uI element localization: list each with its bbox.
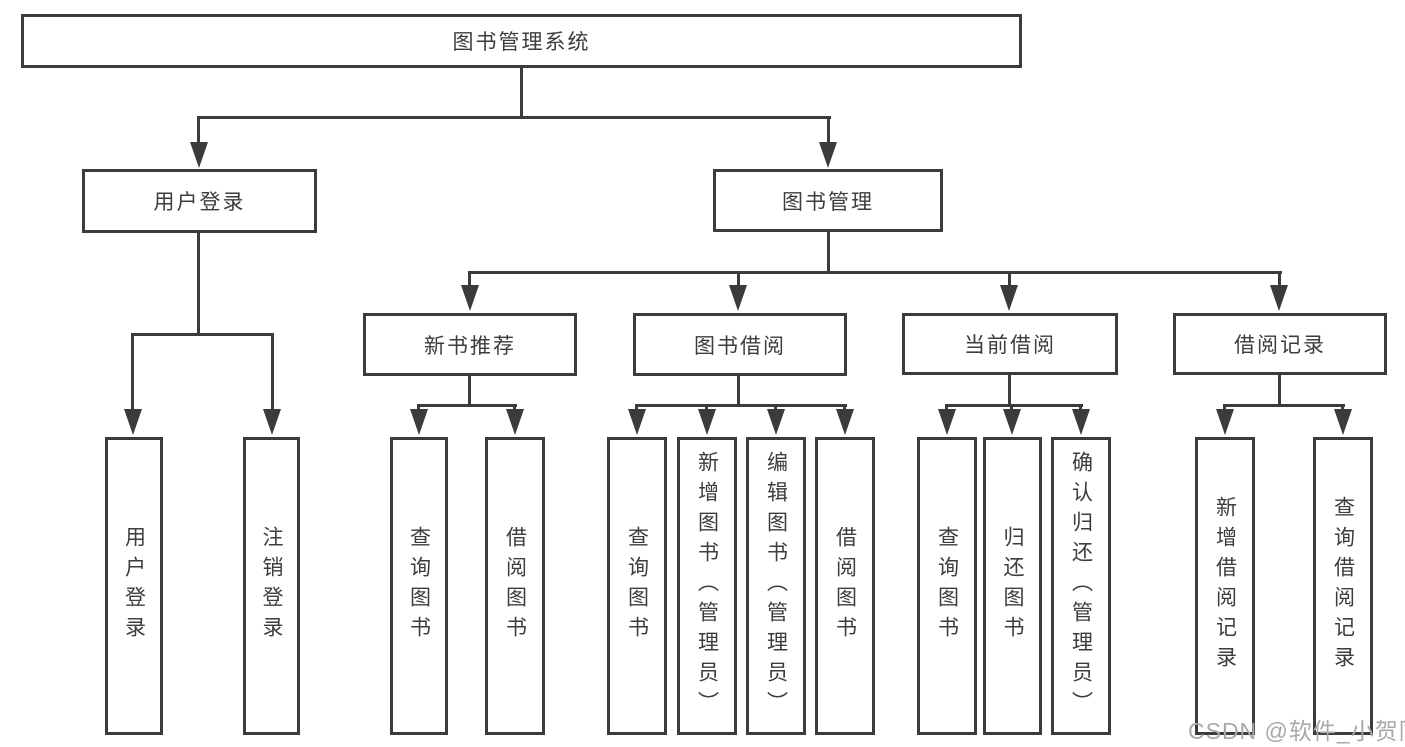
arrowhead-icon xyxy=(506,409,524,435)
node-leaf-query-record: 查询借阅记录 xyxy=(1313,437,1373,735)
node-leaf-query-books-3: 查询图书 xyxy=(917,437,977,735)
connector-line xyxy=(468,271,1282,274)
connector-line xyxy=(1010,404,1013,412)
node-book-borrowing: 图书借阅 xyxy=(633,313,847,376)
connector-line xyxy=(1079,404,1082,412)
arrowhead-icon xyxy=(698,409,716,435)
node-leaf-edit-books: 编辑图书（管理员） xyxy=(746,437,806,735)
node-leaf-add-record: 新增借阅记录 xyxy=(1195,437,1255,735)
connector-line xyxy=(417,404,517,407)
node-leaf-borrow-books-2: 借阅图书 xyxy=(815,437,875,735)
node-user-login-group: 用户登录 xyxy=(82,169,317,233)
connector-line xyxy=(774,404,777,412)
node-new-book-recommend: 新书推荐 xyxy=(363,313,577,376)
node-leaf-confirm-return: 确认归还（管理员） xyxy=(1051,437,1111,735)
node-leaf-borrow-books-1: 借阅图书 xyxy=(485,437,545,735)
node-leaf-add-books: 新增图书（管理员） xyxy=(677,437,737,735)
connector-line xyxy=(417,404,420,412)
connector-line xyxy=(1008,271,1011,289)
connector-line xyxy=(468,376,471,407)
connector-line xyxy=(843,404,846,412)
connector-line xyxy=(1223,404,1226,412)
connector-line xyxy=(1008,375,1011,407)
arrowhead-icon xyxy=(1003,409,1021,435)
arrowhead-icon xyxy=(836,409,854,435)
arrowhead-icon xyxy=(1000,285,1018,311)
node-current-borrowing: 当前借阅 xyxy=(902,313,1118,375)
connector-line xyxy=(468,271,471,289)
connector-line xyxy=(635,404,847,407)
connector-line xyxy=(520,68,523,118)
csdn-watermark: CSDN @软件_小贺同学 xyxy=(1188,718,1405,744)
node-leaf-query-books-1: 查询图书 xyxy=(390,437,448,735)
arrowhead-icon xyxy=(819,142,837,168)
node-borrowing-records: 借阅记录 xyxy=(1173,313,1387,375)
connector-line xyxy=(945,404,1083,407)
arrowhead-icon xyxy=(190,142,208,168)
connector-line xyxy=(1223,404,1345,407)
connector-line xyxy=(131,333,134,411)
connector-line xyxy=(197,116,200,145)
arrowhead-icon xyxy=(938,409,956,435)
arrowhead-icon xyxy=(124,409,142,435)
connector-line xyxy=(705,404,708,412)
node-system-root: 图书管理系统 xyxy=(21,14,1022,68)
connector-line xyxy=(945,404,948,412)
connector-line xyxy=(635,404,638,412)
node-leaf-user-login: 用户登录 xyxy=(105,437,163,735)
connector-line xyxy=(131,333,274,336)
connector-line xyxy=(513,404,516,412)
arrowhead-icon xyxy=(1216,409,1234,435)
arrowhead-icon xyxy=(263,409,281,435)
arrowhead-icon xyxy=(1270,285,1288,311)
arrowhead-icon xyxy=(461,285,479,311)
connector-line xyxy=(827,116,830,145)
arrowhead-icon xyxy=(767,409,785,435)
arrowhead-icon xyxy=(1072,409,1090,435)
node-leaf-logout: 注销登录 xyxy=(243,437,300,735)
connector-line xyxy=(1278,375,1281,407)
connector-line xyxy=(271,333,274,411)
connector-line xyxy=(827,232,830,274)
connector-line xyxy=(1278,271,1281,289)
arrowhead-icon xyxy=(628,409,646,435)
node-leaf-return-books: 归还图书 xyxy=(983,437,1042,735)
connector-line xyxy=(1341,404,1344,412)
connector-line xyxy=(737,271,740,289)
connector-line xyxy=(197,116,831,119)
arrowhead-icon xyxy=(729,285,747,311)
connector-line xyxy=(197,233,200,336)
arrowhead-icon xyxy=(1334,409,1352,435)
node-leaf-query-books-2: 查询图书 xyxy=(607,437,667,735)
node-book-management: 图书管理 xyxy=(713,169,943,232)
connector-line xyxy=(737,376,740,407)
arrowhead-icon xyxy=(410,409,428,435)
